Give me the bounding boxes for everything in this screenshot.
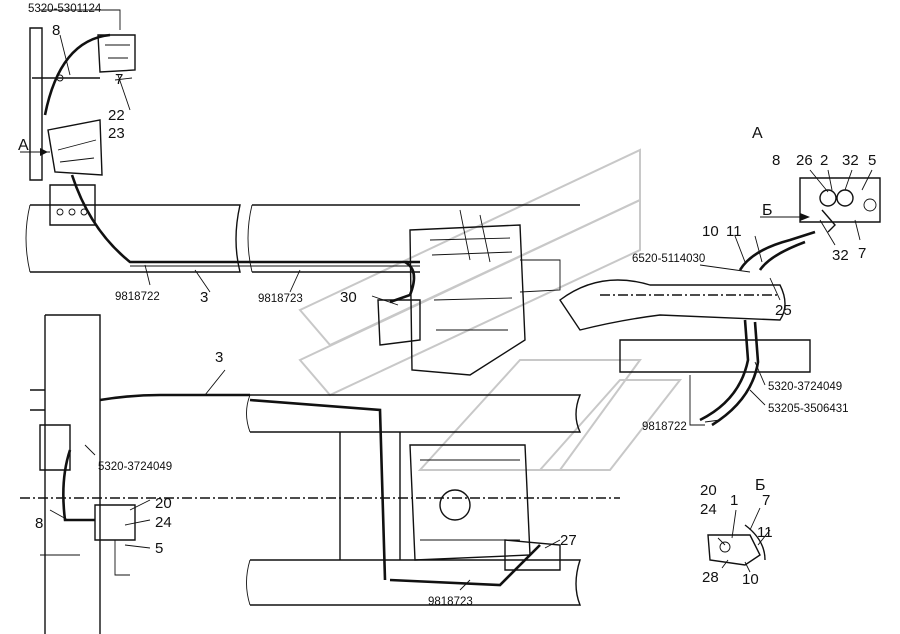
callout-label: 23 <box>108 125 125 142</box>
lower-frame <box>20 314 620 634</box>
callout-label: 32 <box>842 152 859 169</box>
callout-label: 20 <box>155 495 172 512</box>
callout-label: 28 <box>702 569 719 586</box>
right-pipe-section <box>559 230 816 427</box>
callout-label: 5 <box>155 540 163 557</box>
part-number-label: 5320-5301124 <box>28 3 102 15</box>
callout-label: 20 <box>700 482 717 499</box>
view-label: Б <box>762 202 773 219</box>
view-label: А <box>18 137 29 154</box>
callout-label: 25 <box>775 302 792 319</box>
callout-label: 5 <box>868 152 876 169</box>
callout-label: 7 <box>762 492 770 509</box>
callout-label: 8 <box>772 152 780 169</box>
callout-label: 11 <box>757 524 773 541</box>
callout-label: 24 <box>155 514 172 531</box>
callout-label: 2 <box>820 152 828 169</box>
part-number-label: 9818722 <box>115 291 160 303</box>
callout-label: 7 <box>115 71 123 88</box>
part-number-label: 5320-3724049 <box>768 381 842 393</box>
callout-label: 3 <box>215 349 223 366</box>
lower-transfer-case <box>409 444 561 571</box>
callout-label: 8 <box>52 22 60 39</box>
upper-left-assembly <box>20 9 136 181</box>
callout-label: 10 <box>742 571 759 588</box>
callout-label: 26 <box>796 152 813 169</box>
callout-label: 30 <box>340 289 357 306</box>
callout-label: 1 <box>730 492 738 509</box>
callout-label: 7 <box>858 245 866 262</box>
part-number-label: 6520-5114030 <box>632 253 705 265</box>
watermark-logo <box>298 148 683 471</box>
callout-label: 22 <box>108 107 125 124</box>
callout-label: 32 <box>832 247 849 264</box>
callout-label: 27 <box>560 532 577 549</box>
part-number-label: 9818723 <box>428 596 473 608</box>
part-number-label: 9818722 <box>642 421 687 433</box>
callout-label: 3 <box>200 289 208 306</box>
callout-label: 11 <box>726 223 742 240</box>
leader-lines <box>49 34 873 591</box>
view-b-detail <box>707 524 766 566</box>
callout-label: 10 <box>702 223 719 240</box>
view-title: А <box>752 125 763 142</box>
view-a-detail <box>799 177 881 233</box>
view-b-arrowhead <box>800 213 810 221</box>
part-number-label: 5320-3724049 <box>98 461 172 473</box>
upper-transfer-case <box>377 209 561 376</box>
callout-label: 8 <box>35 515 43 532</box>
part-number-label: 53205-3506431 <box>768 403 849 415</box>
upper-frame-rail <box>25 174 580 273</box>
view-title: Б <box>755 477 766 494</box>
callout-label: 24 <box>700 501 717 518</box>
part-number-label: 9818723 <box>258 293 303 305</box>
